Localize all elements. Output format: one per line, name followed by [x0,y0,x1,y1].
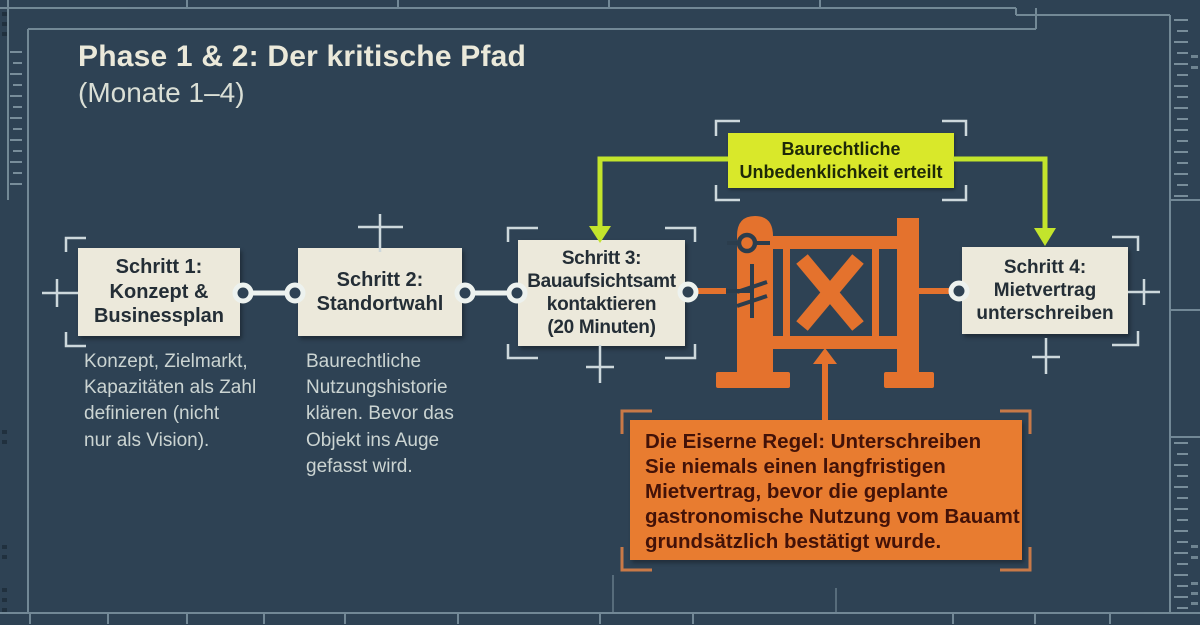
caption-line: gefasst wird. [306,455,413,477]
connector-step1-step2 [232,282,306,304]
approval-line-right [953,156,1056,246]
step-box-4: Schritt 4: Mietvertrag unterschreiben [962,247,1128,334]
approval-line-left [589,156,728,243]
step-box-1: Schritt 1: Konzept & Businessplan [78,248,240,336]
step-line: Schritt 1: [115,256,203,279]
warning-box: Die Eiserne Regel: Unterschreiben Sie ni… [630,420,1022,560]
caption-line: Objekt ins Auge [306,429,440,451]
gate-rail-bottom [773,336,899,349]
page-subtitle: (Monate 1–4) [78,77,245,108]
step-line: Businessplan [93,305,225,328]
down-arrow-icon [1034,228,1056,246]
approval-callout: Baurechtliche Unbedenklichkeit erteilt [728,133,954,188]
step-line: kontaktieren [546,294,657,315]
step-line: Schritt 2: [336,268,424,291]
caption-line: definieren (nicht [84,403,220,425]
cross-mark [1032,338,1060,374]
caption-line: Nutzungshistorie [306,377,448,399]
gate-x-icon [796,254,864,331]
warning-line: Mietvertrag, bevor die geplante [645,480,949,503]
gate-hinge-icon [727,232,770,254]
gate-baluster [872,249,879,336]
step-line: Konzept & [109,280,209,303]
left-ruler [10,51,22,185]
step-line: unterschreiben [976,303,1114,325]
gate-x-panel [794,249,866,336]
step-box-3: Schritt 3: Bauaufsichtsamt kontaktieren … [518,240,685,346]
approval-callout-line: Baurechtliche [781,139,901,159]
caption-line: nur als Vision). [84,429,210,451]
step-line: (20 Minuten) [547,317,656,339]
caption-line: Baurechtliche [306,351,422,372]
gate-break-mark [726,264,768,318]
gate-post-right [897,218,919,372]
step-box-2: Schritt 2: Standortwahl [298,248,462,336]
gate-post-left [737,216,773,372]
caption-line: Kapazitäten als Zahl [84,377,257,399]
approval-callout-line: Unbedenklichkeit erteilt [739,161,943,182]
step-line: Standortwahl [316,293,444,315]
warning-arrow [813,348,837,420]
barrier-gate-icon [716,216,934,388]
step-line: Schritt 4: [1003,256,1087,278]
warning-line: Die Eiserne Regel: Unterschreiben [645,430,982,453]
step-line: Bauaufsichtsamt [527,270,676,292]
title-block: Phase 1 & 2: Der kritische Pfad (Monate … [78,40,526,109]
right-ruler [1174,19,1188,609]
step-1-caption: Konzept, Zielmarkt, Kapazitäten als Zahl… [84,349,256,454]
step-line: Mietvertrag [993,279,1097,301]
cross-mark [358,214,403,252]
cross-mark [586,345,614,383]
warning-line: grundsätzlich bestätigt wurde. [645,530,942,553]
gate-baluster [806,249,813,336]
cross-mark [42,279,78,307]
connector-step2-step3 [454,282,528,304]
cross-mark [1128,279,1160,305]
blocked-connector-left [677,281,726,303]
gate-rail-top [773,236,899,249]
page-title: Phase 1 & 2: Der kritische Pfad [78,40,527,73]
gate-baluster [852,249,859,336]
warning-line: gastronomische Nutzung vom Bauamt [645,505,1020,528]
gate-foot-right [884,372,934,388]
caption-line: klären. Bevor das [306,403,454,425]
caption-line: Konzept, Zielmarkt, [84,351,248,372]
blocked-connector-right [915,280,970,302]
gate-foot-left [716,372,790,388]
gate-baluster [783,249,790,336]
step-line: Schritt 3: [561,247,642,269]
warning-line: Sie niemals einen langfristigen [645,455,946,478]
step-2-caption: Baurechtliche Nutzungshistorie klären. B… [306,349,454,480]
up-arrow-icon [813,348,837,364]
